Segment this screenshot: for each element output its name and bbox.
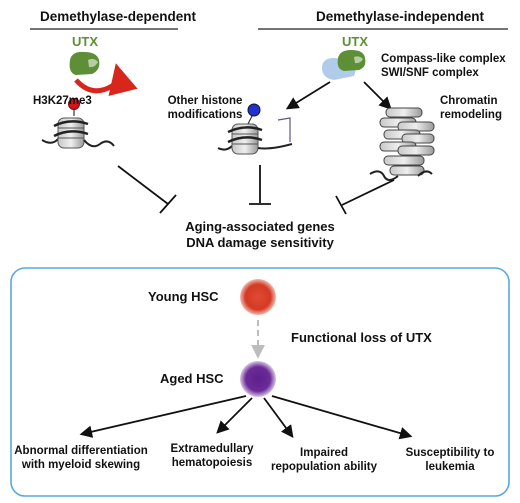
demethylation-arrow	[74, 63, 138, 97]
arrow-to-chromatin-remodeling	[363, 81, 392, 110]
arrow-outcome-1	[79, 395, 247, 438]
nucleosome-middle-icon	[217, 123, 293, 155]
header-demethylase-dependent: Demethylase-dependent	[40, 9, 197, 24]
chromatin-remodeling-icon	[369, 107, 435, 181]
outcome-label-2: Extramedullary hematopoiesis	[170, 443, 254, 469]
inhibition-middle	[249, 165, 271, 205]
arrow-to-other-modifications	[285, 81, 331, 110]
outcome-label-3: Impaired repopulation ability	[270, 447, 378, 473]
arrow-outcome-3	[263, 397, 294, 439]
utx-complex-icon	[322, 50, 366, 80]
aged-hsc-label: Aged HSC	[160, 371, 224, 386]
inhibition-right	[335, 179, 395, 215]
hsc-panel-box	[10, 267, 510, 497]
aged-hsc-cell-icon	[240, 361, 276, 397]
outcome-label-1: Abnormal differentiation with myeloid sk…	[14, 445, 148, 471]
utx-label-right: UTX	[342, 34, 368, 49]
young-hsc-label: Young HSC	[148, 289, 219, 304]
complex-label-2: SWI/SNF complex	[381, 67, 479, 79]
chromatin-remodeling-label: Chromatin remodeling	[440, 95, 502, 121]
utx-protein-icon	[69, 51, 100, 75]
methyl-mark-icon	[68, 98, 80, 110]
outcome-label-4: Susceptibility to leukemia	[405, 447, 495, 473]
histone-modification-icon	[247, 103, 261, 117]
functional-loss-label: Functional loss of UTX	[291, 330, 432, 345]
arrow-outcome-2	[216, 397, 253, 434]
young-hsc-cell-icon	[240, 279, 276, 315]
complex-label-1: Compass-like complex	[381, 53, 506, 65]
h3k27me3-label: H3K27me3	[33, 95, 92, 107]
target-genes-label: Aging-associated genes DNA damage sensit…	[185, 219, 335, 250]
nucleosome-left-icon	[41, 117, 115, 149]
utx-label-left: UTX	[72, 34, 98, 49]
inhibition-left	[117, 165, 177, 214]
other-histone-label: Other histone modifications	[167, 95, 243, 121]
header-demethylase-independent: Demethylase-independent	[316, 9, 485, 24]
arrow-outcome-4	[271, 395, 413, 440]
